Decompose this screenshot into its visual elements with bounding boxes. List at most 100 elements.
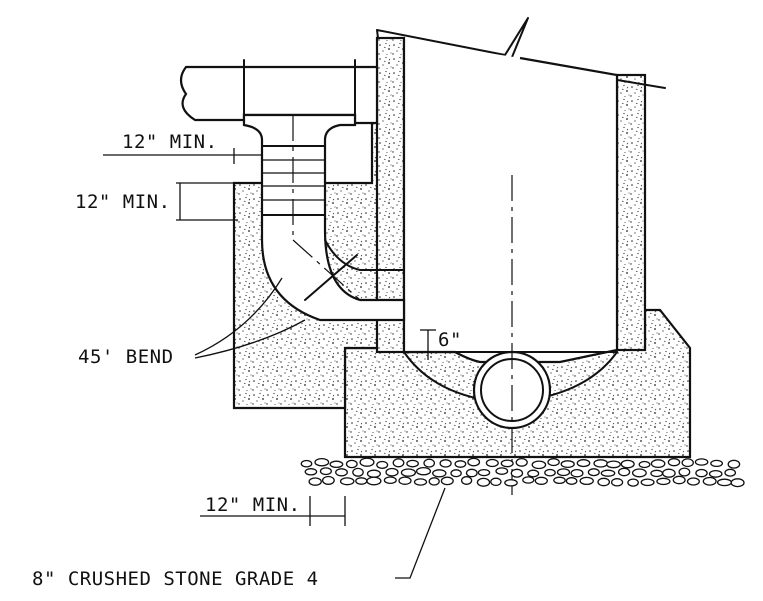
crushed-stone-bed <box>300 457 745 488</box>
stone <box>460 476 473 485</box>
dim-label-top-vertical: 12" MIN. <box>75 191 171 213</box>
stone <box>544 468 556 477</box>
stone <box>579 476 594 486</box>
stone <box>681 458 694 468</box>
stone <box>308 477 322 486</box>
stone <box>355 477 368 485</box>
bend-label: 45' BEND <box>78 346 174 368</box>
stone <box>527 469 540 478</box>
stone <box>531 460 547 470</box>
stone <box>553 476 566 485</box>
stone <box>593 459 609 468</box>
stone <box>587 468 600 477</box>
stone <box>359 457 375 467</box>
stone <box>610 478 624 487</box>
stone <box>454 460 467 468</box>
stone <box>667 458 681 467</box>
stone <box>485 458 499 468</box>
stone-callout: 8" CRUSHED STONE GRADE 4 <box>32 487 446 590</box>
stone <box>650 469 664 478</box>
stone <box>638 460 651 469</box>
stone <box>640 478 655 487</box>
dim-bottom: 12" MIN. <box>200 494 346 526</box>
stone <box>314 457 330 467</box>
stone <box>500 459 514 468</box>
dim-label-top-horizontal: 12" MIN. <box>122 131 218 153</box>
stone <box>339 477 355 486</box>
stone <box>510 468 524 478</box>
stone <box>617 467 631 477</box>
stone <box>620 459 635 469</box>
stone <box>383 476 397 485</box>
stone <box>565 477 578 485</box>
stone <box>385 467 399 477</box>
bend-flange <box>304 254 358 301</box>
stone <box>576 459 591 468</box>
stone <box>730 478 745 488</box>
dim-six-inch: 6" <box>420 329 462 360</box>
stone <box>406 459 419 468</box>
stone <box>515 457 528 467</box>
stone <box>432 469 447 478</box>
stone <box>495 467 509 475</box>
dim-label-bottom: 12" MIN. <box>205 494 301 516</box>
stone <box>476 477 491 487</box>
stone <box>428 477 440 486</box>
stone <box>319 467 332 476</box>
stone <box>724 468 737 477</box>
stone <box>534 476 548 485</box>
dim-label-six-inch: 6" <box>438 329 462 351</box>
stone <box>345 459 358 469</box>
bend-centerline <box>292 239 361 301</box>
stone <box>366 469 381 478</box>
stone <box>413 478 428 486</box>
stone <box>465 468 478 478</box>
stone <box>300 459 313 468</box>
stone <box>678 467 691 477</box>
manhole-wall-right <box>615 73 647 352</box>
stone <box>547 458 560 467</box>
stone <box>352 467 364 477</box>
dim-top-horizontal: 12" MIN. <box>103 131 263 164</box>
stone <box>727 459 741 469</box>
stone-label: 8" CRUSHED STONE GRADE 4 <box>32 568 319 590</box>
stone <box>415 466 432 476</box>
stone <box>672 475 686 485</box>
dim-top-vertical: 12" MIN. <box>75 182 238 221</box>
stone <box>321 475 335 485</box>
stone <box>597 477 611 487</box>
stone <box>710 459 724 468</box>
stone <box>656 477 671 486</box>
stone <box>392 458 405 468</box>
stone <box>477 468 491 477</box>
drop-pipe <box>242 113 406 322</box>
manhole-interior <box>402 40 619 364</box>
stone <box>398 476 412 485</box>
stone <box>335 468 348 477</box>
drop-pipe-elbow-inner <box>324 239 405 271</box>
stone <box>522 476 535 484</box>
stone <box>366 476 382 486</box>
stone <box>606 460 621 469</box>
stone <box>423 458 436 468</box>
stone <box>440 476 454 486</box>
stone <box>504 479 518 487</box>
bend-callout: 45' BEND <box>78 277 306 368</box>
stone <box>329 460 344 469</box>
stone <box>376 460 389 469</box>
stone <box>695 468 708 478</box>
stone <box>716 478 733 487</box>
stone <box>686 477 700 486</box>
stone <box>490 477 502 487</box>
stone <box>400 468 417 477</box>
stone <box>650 459 666 469</box>
stone <box>556 468 571 477</box>
stone <box>560 460 575 469</box>
stone <box>439 459 452 468</box>
stone <box>702 476 717 486</box>
stone <box>631 468 647 478</box>
stone <box>570 468 584 478</box>
stone <box>662 468 676 478</box>
stone <box>708 469 723 478</box>
